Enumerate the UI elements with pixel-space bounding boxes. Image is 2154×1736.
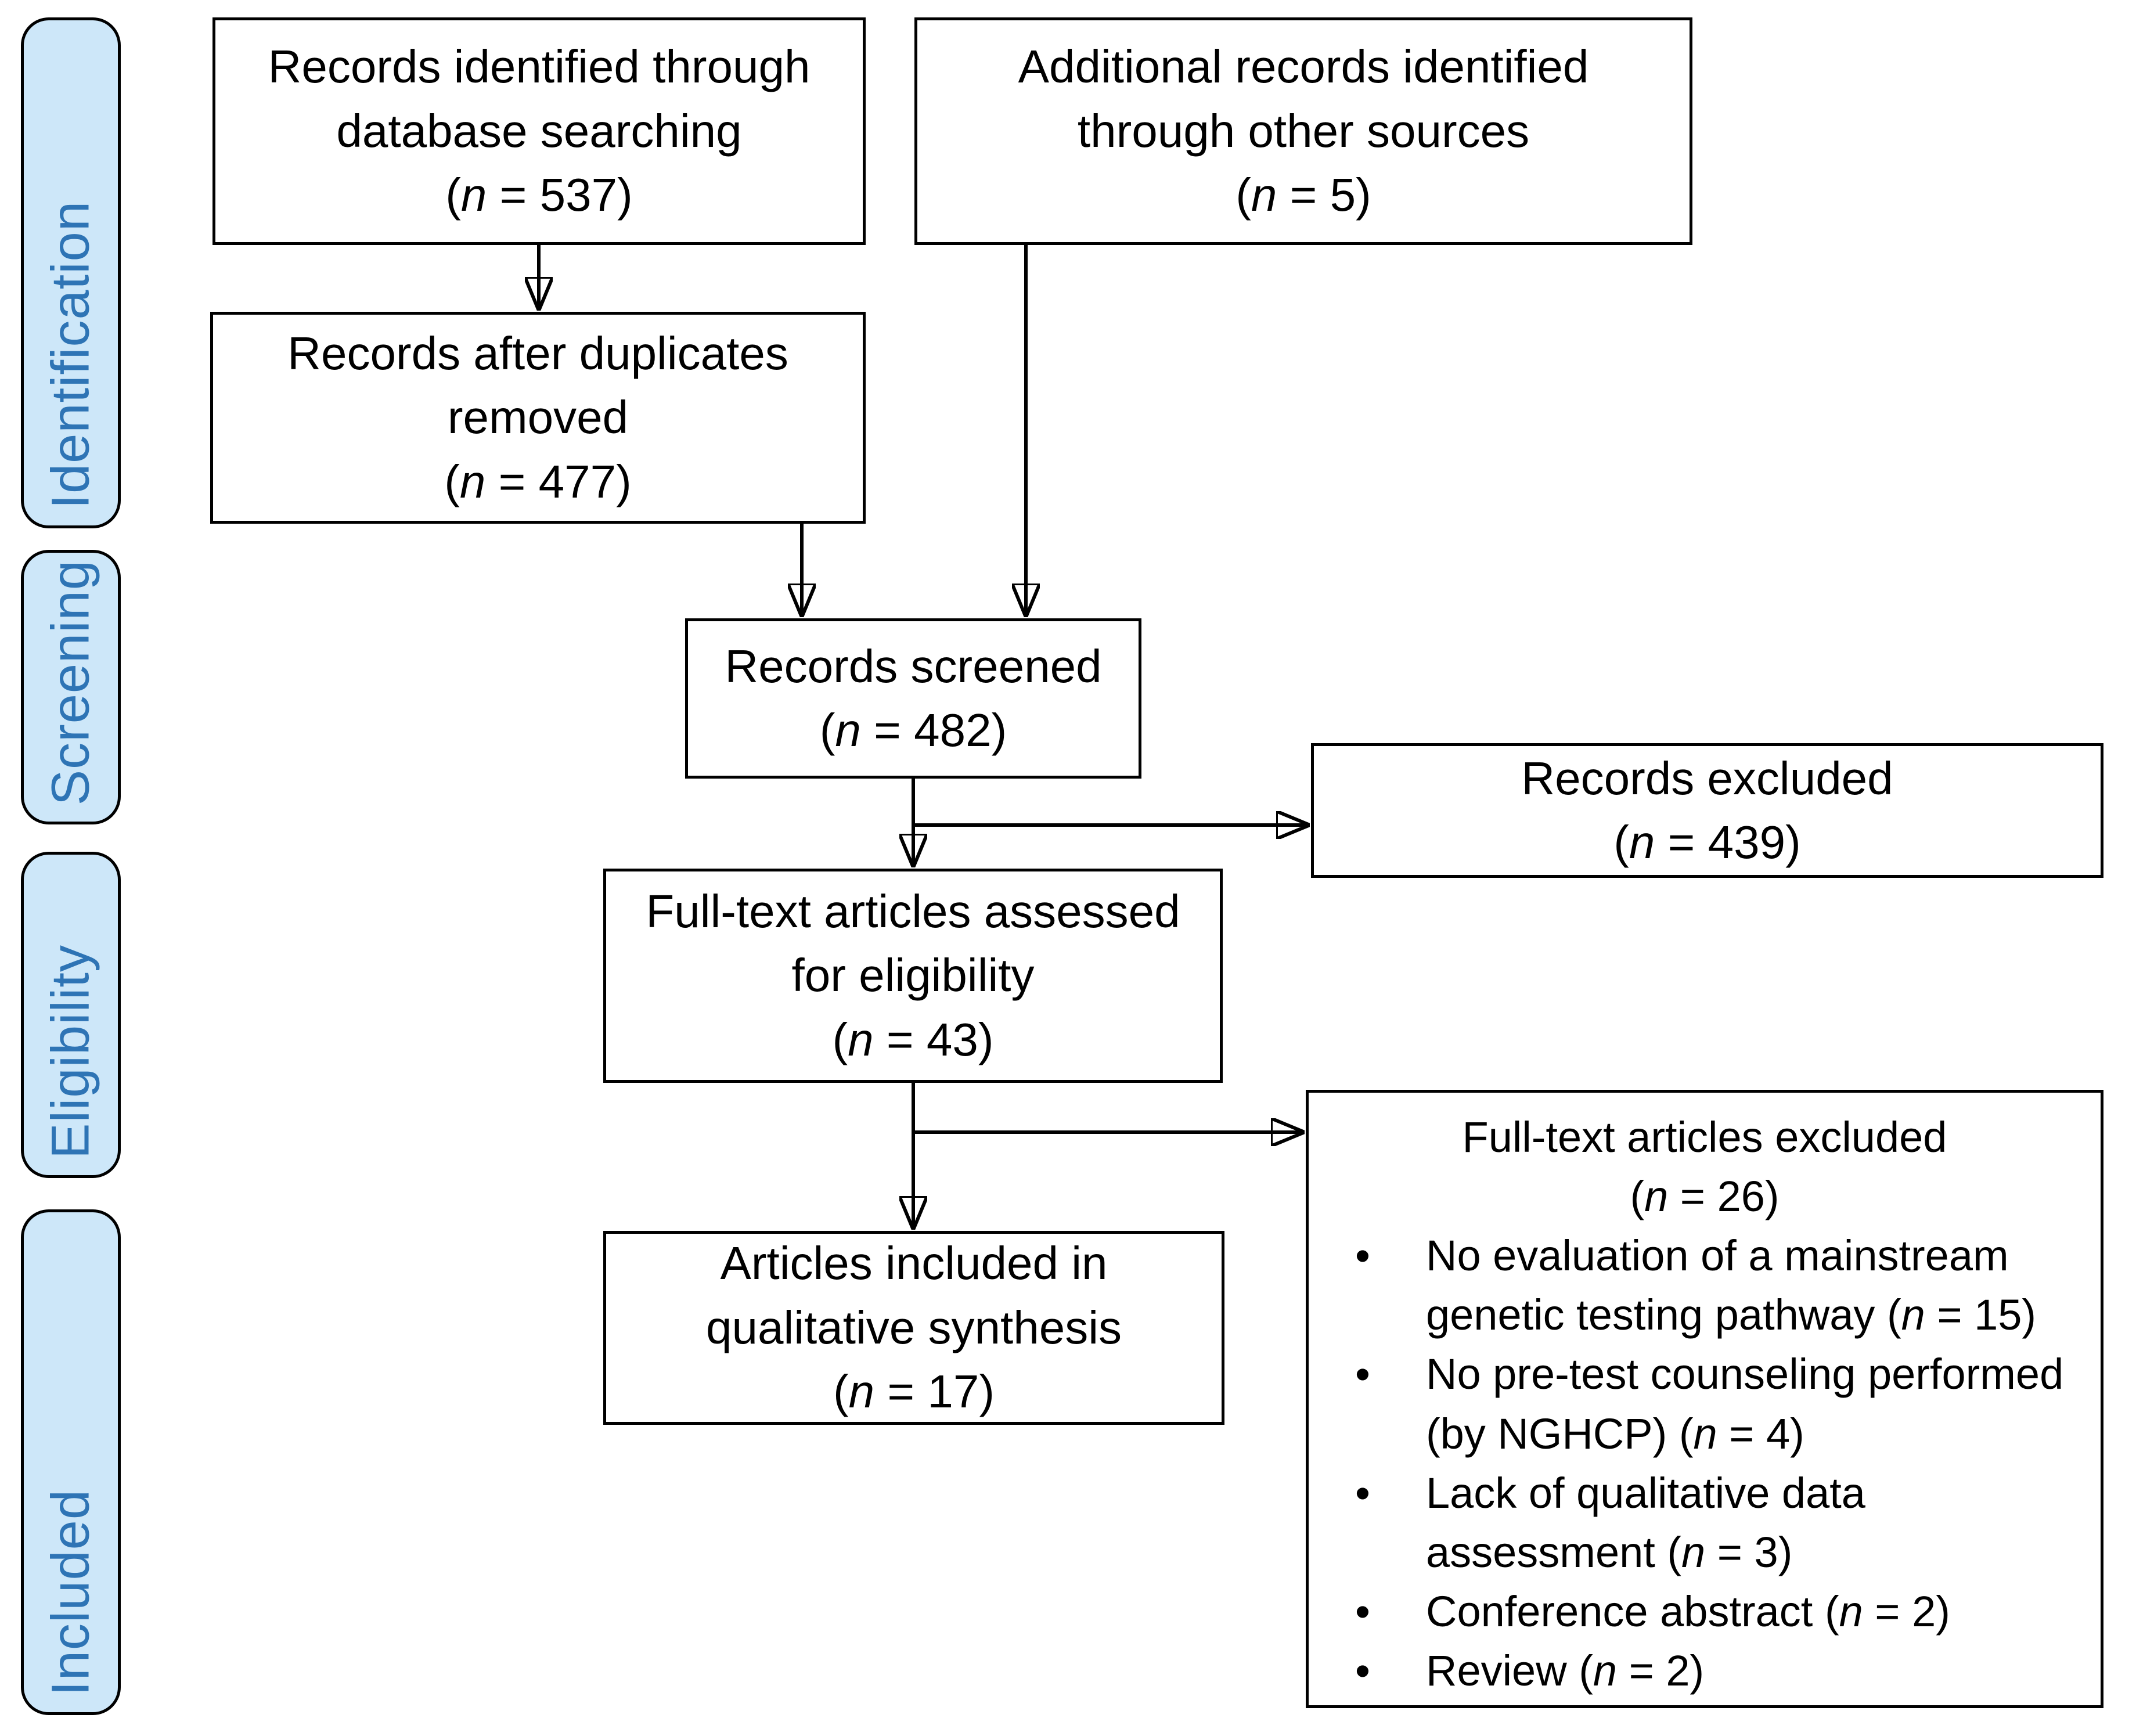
box-records-screened-text: Records screened [725, 640, 1102, 692]
box-records-excluded-count: (n = 439) [1613, 816, 1801, 868]
box-fulltext-assessed-count: (n = 43) [832, 1013, 994, 1065]
stage-eligibility: Eligibility [21, 852, 121, 1178]
box-records-identified-text: Records identified through [268, 41, 811, 93]
box-duplicates-removed-text: Records after duplicates [287, 327, 788, 379]
box-articles-included-text: Articles included in [720, 1237, 1108, 1290]
box-articles-included: Articles included in qualitative synthes… [603, 1231, 1224, 1425]
box-records-identified-count: (n = 537) [445, 169, 633, 221]
exclusion-reason: No pre-test counseling performed (by NGH… [1335, 1345, 2074, 1463]
box-records-screened: Records screened (n = 482) [685, 618, 1141, 779]
box-fulltext-excluded-title: Full-text articles excluded [1462, 1113, 1947, 1161]
box-additional-records: Additional records identified through ot… [914, 17, 1692, 245]
box-additional-records-count: (n = 5) [1236, 169, 1371, 221]
box-articles-included-count: (n = 17) [833, 1366, 995, 1418]
exclusion-reason: No evaluation of a mainstream genetic te… [1335, 1226, 2074, 1345]
box-duplicates-removed-count: (n = 477) [444, 455, 632, 507]
stage-screening: Screening [21, 550, 121, 824]
exclusion-reason: Conference abstract (n = 2) [1335, 1582, 2074, 1641]
box-fulltext-assessed: Full-text articles assessed for eligibil… [603, 869, 1223, 1083]
box-records-screened-count: (n = 482) [819, 704, 1007, 756]
box-fulltext-excluded: Full-text articles excluded (n = 26) No … [1306, 1090, 2103, 1708]
box-records-excluded: Records excluded (n = 439) [1311, 743, 2103, 878]
box-duplicates-removed: Records after duplicates removed (n = 47… [210, 312, 866, 524]
box-fulltext-excluded-count: (n = 26) [1630, 1172, 1780, 1221]
box-records-identified: Records identified through database sear… [212, 17, 866, 245]
box-additional-records-text: Additional records identified [1018, 41, 1589, 93]
exclusion-reason: Lack of qualitative data assessment (n =… [1335, 1464, 2074, 1582]
exclusion-reason: Review (n = 2) [1335, 1641, 2074, 1701]
box-fulltext-assessed-text: Full-text articles assessed [646, 885, 1180, 937]
exclusion-reason-list: No evaluation of a mainstream genetic te… [1335, 1226, 2074, 1701]
stage-included: Included [21, 1209, 121, 1715]
stage-identification: Identification [21, 17, 121, 528]
box-records-excluded-text: Records excluded [1521, 752, 1893, 804]
